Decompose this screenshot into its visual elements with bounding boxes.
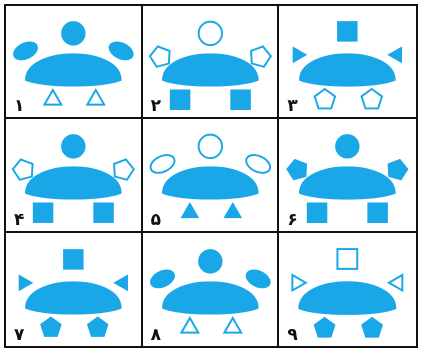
circle-top-shape xyxy=(62,22,85,45)
triangle-bottom-left-shape xyxy=(181,318,198,333)
cell-number: ۲ xyxy=(151,98,161,115)
square-bottom-right-shape xyxy=(230,90,250,110)
cell-number: ۱ xyxy=(14,98,24,115)
figure-6-drawing xyxy=(279,119,416,230)
figure-8-drawing xyxy=(143,233,278,346)
triangle-bottom-right-shape xyxy=(224,203,241,218)
pentagon-left-shape xyxy=(13,160,33,180)
triangle-bottom-right-shape xyxy=(87,90,104,105)
cell-number: ۶ xyxy=(287,212,297,229)
dome-body xyxy=(162,282,258,314)
ellipse-left-shape xyxy=(147,152,177,177)
ellipse-right-shape xyxy=(243,266,273,291)
square-top-shape xyxy=(338,249,358,269)
figure-cell-5: ۵ xyxy=(143,119,280,232)
pentagon-bottom-left-shape xyxy=(315,89,335,108)
figure-cell-2: ۲ xyxy=(143,6,280,119)
ellipse-right-shape xyxy=(243,152,273,177)
circle-top-shape xyxy=(336,135,359,158)
ellipse-left-shape xyxy=(11,38,41,63)
dome-body xyxy=(300,167,396,199)
figure-cell-3: ۳ xyxy=(279,6,416,119)
figure-cell-7: ۷ xyxy=(6,233,143,346)
square-bottom-left-shape xyxy=(170,90,190,110)
cell-number: ۸ xyxy=(151,327,161,344)
circle-top-shape xyxy=(198,22,221,45)
pentagon-left-shape xyxy=(287,160,307,180)
figure-cell-1: ۱ xyxy=(6,6,143,119)
circle-top-shape xyxy=(198,249,221,272)
square-bottom-left-shape xyxy=(33,203,53,223)
triangle-bottom-right-shape xyxy=(224,318,241,333)
dome-body xyxy=(26,54,122,86)
pentagon-bottom-right-shape xyxy=(88,317,108,336)
figure-cell-4: ۴ xyxy=(6,119,143,232)
pentagon-bottom-left-shape xyxy=(315,317,336,337)
cell-number: ۵ xyxy=(151,212,161,229)
dome-body xyxy=(26,282,122,314)
ellipse-right-shape xyxy=(106,38,136,63)
figure-cell-9: ۹ xyxy=(279,233,416,346)
figure-3-drawing xyxy=(279,6,416,117)
circle-top-shape xyxy=(62,135,85,158)
pentagon-right-shape xyxy=(114,160,134,180)
pentagon-bottom-right-shape xyxy=(362,89,382,108)
figure-grid: ۱ ۲ ۳ ۴ ۵ ۶ ۷ ۸ ۹ xyxy=(4,4,418,348)
cell-number: ۹ xyxy=(287,327,297,344)
cell-number: ۷ xyxy=(14,327,24,344)
figure-9-drawing xyxy=(279,233,416,346)
figure-7-drawing xyxy=(6,233,141,346)
square-top-shape xyxy=(64,249,84,269)
figure-cell-6: ۶ xyxy=(279,119,416,232)
circle-top-shape xyxy=(198,135,221,158)
figure-1-drawing xyxy=(6,6,141,117)
triangle-right-shape xyxy=(389,47,402,62)
pentagon-bottom-right-shape xyxy=(362,317,383,337)
triangle-right-shape xyxy=(389,275,402,290)
square-bottom-right-shape xyxy=(368,203,388,223)
square-top-shape xyxy=(338,22,358,42)
cell-number: ۳ xyxy=(287,98,297,115)
ellipse-left-shape xyxy=(147,266,177,291)
dome-body xyxy=(162,167,258,199)
figure-5-drawing xyxy=(143,119,278,230)
triangle-bottom-left-shape xyxy=(44,90,61,105)
figure-cell-8: ۸ xyxy=(143,233,280,346)
dome-body xyxy=(299,281,396,314)
figure-2-drawing xyxy=(143,6,278,117)
square-bottom-left-shape xyxy=(308,203,328,223)
triangle-left-shape xyxy=(19,275,32,290)
pentagon-left-shape xyxy=(150,46,170,66)
dome-body xyxy=(300,54,396,86)
dome-body xyxy=(26,167,122,199)
pentagon-bottom-left-shape xyxy=(41,317,61,336)
figure-4-drawing xyxy=(6,119,141,230)
triangle-left-shape xyxy=(293,275,306,290)
cell-number: ۴ xyxy=(14,212,24,229)
triangle-right-shape xyxy=(114,275,127,290)
triangle-left-shape xyxy=(293,47,306,62)
triangle-bottom-left-shape xyxy=(181,203,198,218)
dome-body xyxy=(162,54,258,86)
square-bottom-right-shape xyxy=(94,203,114,223)
pentagon-right-shape xyxy=(251,46,271,66)
pentagon-right-shape xyxy=(388,160,408,180)
